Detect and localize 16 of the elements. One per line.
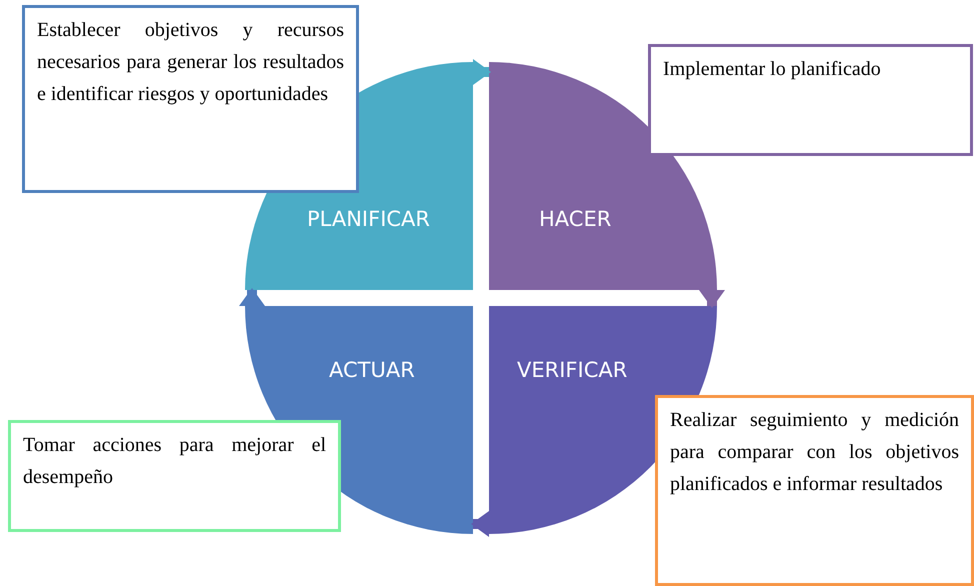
arrow <box>473 59 491 85</box>
phase-label: PLANIFICAR <box>307 207 430 231</box>
note-text: Establecer objetivos y recursos necesarios para generar los resultados e identificar riesgos y oportunidades <box>37 18 344 107</box>
note-box <box>648 44 973 156</box>
arrow <box>239 288 265 306</box>
phase-label: ACTUAR <box>329 358 415 382</box>
phase-label: VERIFICAR <box>517 358 628 382</box>
note-box <box>655 395 974 586</box>
note-box <box>22 5 359 193</box>
note-text: Realizar seguimiento y medición para comparar con los objetivos planificados e informar resultados <box>670 408 959 497</box>
note-text: Implementar lo planificado <box>663 57 882 82</box>
phase-label: HACER <box>539 207 612 231</box>
note-box <box>8 420 341 532</box>
arrow <box>471 511 489 537</box>
note-text: Tomar acciones para mejorar el desempeño <box>23 433 326 490</box>
arrow <box>699 290 725 308</box>
